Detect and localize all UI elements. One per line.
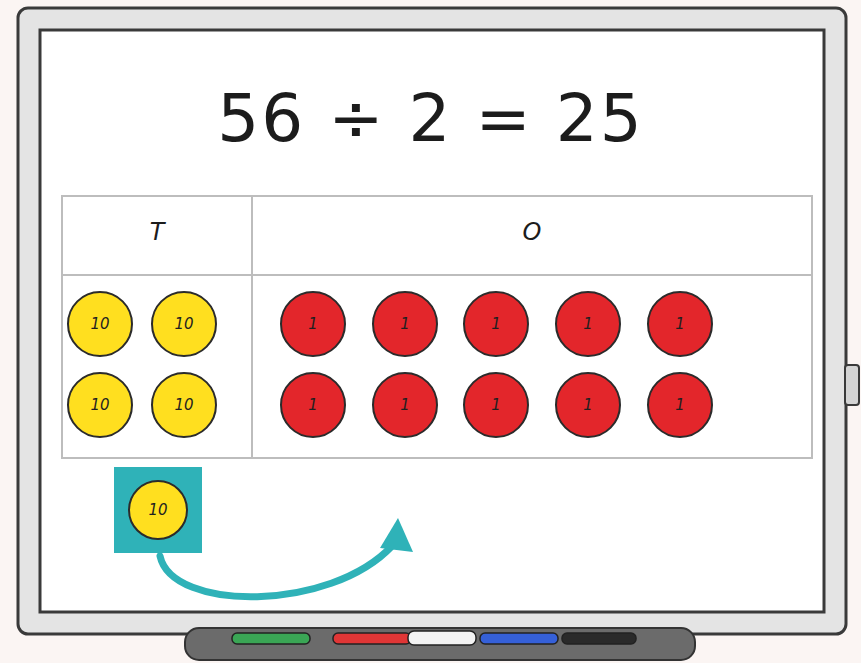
counter-value: 1 xyxy=(308,398,318,413)
exchange-arrow xyxy=(160,546,392,597)
ones-counter: 1 xyxy=(647,291,713,357)
pen xyxy=(333,633,411,644)
pen xyxy=(232,633,310,644)
pen xyxy=(562,633,636,644)
ones-counter: 1 xyxy=(463,372,529,438)
counter-value: 1 xyxy=(675,317,685,332)
tens-counter: 10 xyxy=(67,291,133,357)
counter-value: 1 xyxy=(308,317,318,332)
counter-value: 10 xyxy=(90,398,109,413)
tens-counter: 10 xyxy=(151,372,217,438)
tens-counter: 10 xyxy=(151,291,217,357)
ones-counter: 1 xyxy=(555,291,621,357)
tens-counter: 10 xyxy=(67,372,133,438)
ones-counter: 1 xyxy=(280,372,346,438)
place-value-table xyxy=(62,196,812,458)
table-rule xyxy=(62,274,812,276)
counter-value: 10 xyxy=(174,398,193,413)
ones-counter: 1 xyxy=(463,291,529,357)
ones-counter: 1 xyxy=(372,372,438,438)
pen-tray xyxy=(185,628,695,660)
equation-title: 56 ÷ 2 = 25 xyxy=(0,80,861,157)
counter-value: 1 xyxy=(583,398,593,413)
ones-counter: 1 xyxy=(647,372,713,438)
column-header: O xyxy=(252,218,812,246)
counter-value: 10 xyxy=(174,317,193,332)
counter-value: 10 xyxy=(148,503,167,518)
board-clip xyxy=(845,365,859,405)
counter-value: 10 xyxy=(90,317,109,332)
pen xyxy=(480,633,558,644)
counter-value: 1 xyxy=(583,317,593,332)
ones-counter: 1 xyxy=(280,291,346,357)
eraser xyxy=(408,631,476,645)
column-header: T xyxy=(62,218,252,246)
counter-value: 1 xyxy=(491,398,501,413)
counter-value: 1 xyxy=(400,317,410,332)
tens-counter: 10 xyxy=(128,480,188,540)
counter-value: 1 xyxy=(400,398,410,413)
table-rule xyxy=(251,196,253,458)
highlight-square xyxy=(114,467,202,553)
counter-value: 1 xyxy=(491,317,501,332)
arrow-head xyxy=(380,518,413,552)
counter-value: 1 xyxy=(675,398,685,413)
ones-counter: 1 xyxy=(555,372,621,438)
ones-counter: 1 xyxy=(372,291,438,357)
